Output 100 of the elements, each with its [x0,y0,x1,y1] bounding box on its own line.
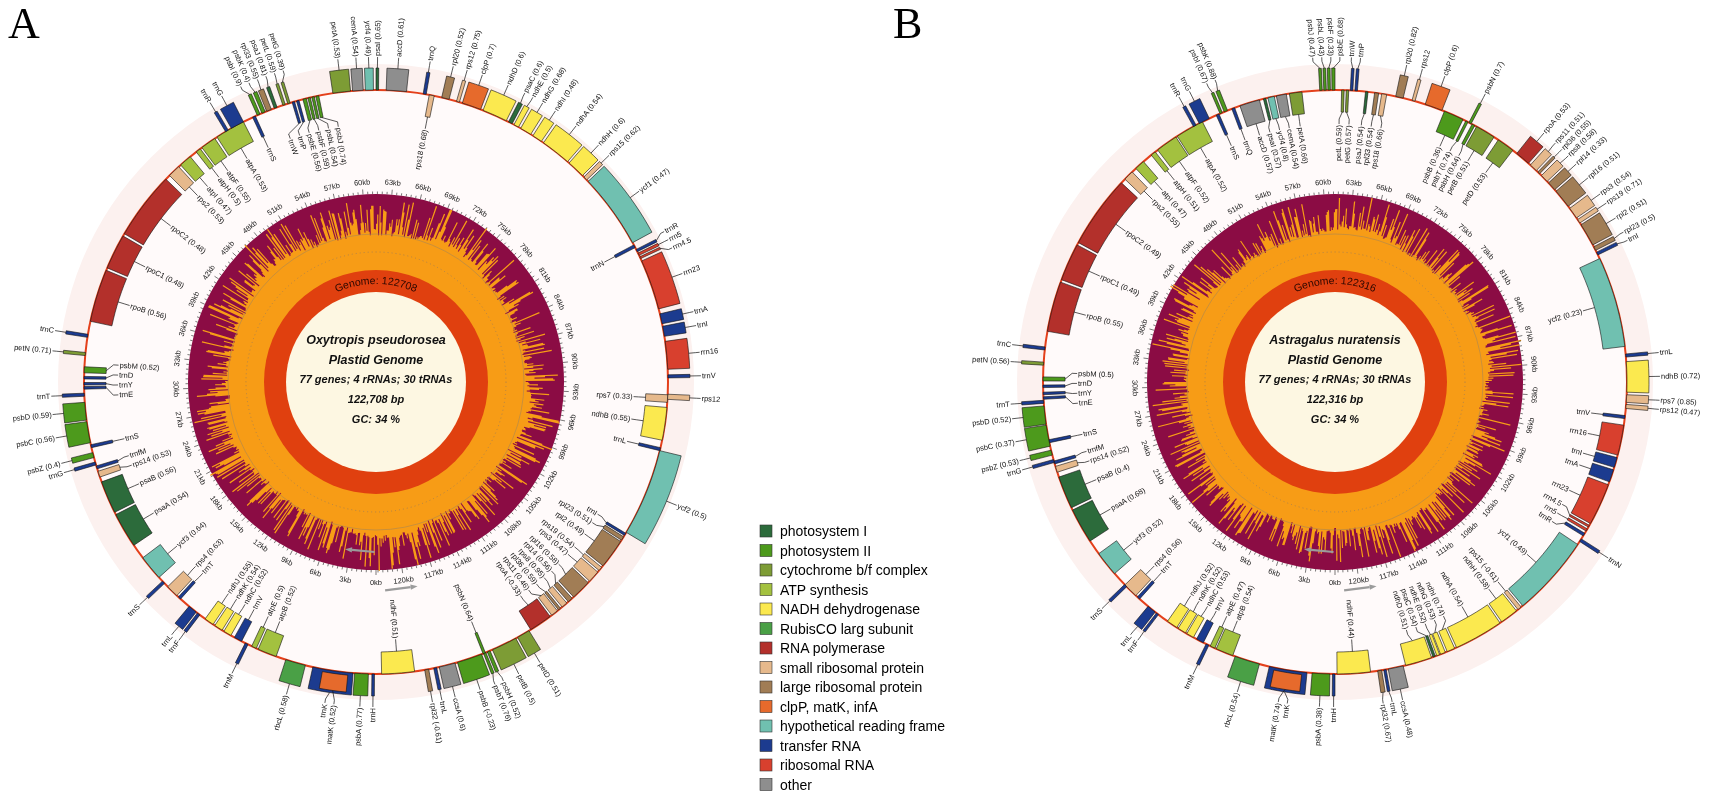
gene-block [63,349,86,356]
gene-block [1596,421,1625,456]
leader-line [584,533,595,542]
gene-block [1215,628,1241,656]
leader-line [604,256,616,263]
leader-line [221,593,229,604]
gene-block [1263,98,1272,121]
leader-line [231,663,238,674]
leader-line [112,438,125,442]
leader-line [257,79,262,91]
leader-line [1075,451,1087,457]
leader-line [1226,134,1232,147]
leader-line [1115,223,1126,232]
gene-block [543,124,583,162]
leader-line [199,177,208,187]
leader-line [307,119,311,134]
gene-block [1577,207,1599,224]
legend-label: ATP synthesis [780,581,869,598]
species-name: Astragalus nuratensis [1269,333,1401,347]
genome-length-label: Genome: 122708 [332,273,420,295]
gene-block [115,504,153,546]
leader-line [520,92,526,104]
leader-line [50,395,63,397]
gene-block [96,459,119,470]
gene-block [1061,244,1097,288]
gene-block [216,121,254,156]
leader-line [452,686,456,698]
gene-block [1465,126,1495,156]
gene-block [1042,384,1066,388]
gene-block [1503,589,1522,610]
gene-block [1387,665,1409,692]
leader-line [1189,91,1195,102]
gene-block [1488,593,1517,623]
gene-block [1310,672,1331,697]
gene-block [248,93,261,116]
gene-block [1072,500,1109,542]
leader-line [238,603,246,615]
gene-block [1021,405,1047,428]
gene-block [520,108,543,135]
gene-block [1211,92,1223,114]
leader-line [1548,142,1556,152]
gene-block [1588,462,1614,483]
leader-line [671,273,683,278]
leader-line [1268,119,1271,133]
gene-block [1058,469,1092,508]
leader-line [1084,479,1097,485]
leader-line [659,247,673,250]
gene-block [1269,669,1302,692]
leader-line [105,374,119,379]
leader-line [1130,626,1139,635]
leader-line [1214,79,1218,92]
leader-line [1073,311,1087,316]
leader-line [1441,615,1446,631]
leader-line [1648,399,1660,401]
gene-block [513,104,530,128]
leader-line [1556,512,1569,520]
gene-block [251,626,266,649]
leader-line [1123,542,1134,551]
leader-line [568,125,577,135]
gene-block [568,146,599,176]
gene-block [280,81,291,104]
leader-line [1497,581,1506,592]
legend-label: photosystem I [780,523,868,539]
leader-line [684,325,697,328]
leader-line [265,75,269,88]
leader-line [1192,600,1200,613]
leader-line [536,583,547,593]
leader-line [463,69,468,81]
gene-block [483,652,495,675]
leader-line [1605,217,1616,224]
gene-block [492,638,527,671]
leader-line [1403,64,1408,77]
leader-line [1209,610,1217,622]
leader-line [1536,132,1545,142]
gene-block [1331,67,1336,91]
leader-line [478,74,483,86]
leader-line [439,689,443,701]
gene-block [639,247,661,259]
gene-block [1569,194,1595,219]
leader-line [54,330,67,333]
leader-line [1101,600,1111,609]
leader-line [689,375,702,377]
leader-line [1590,193,1601,201]
gene-block [1383,669,1391,692]
gene-block [90,439,114,448]
gene-block [1596,242,1618,256]
gene-block [146,580,165,599]
leader-line [321,117,339,128]
gene-block [106,235,143,277]
gene-block [253,91,266,114]
gene-block [1289,91,1305,116]
leader-line [1064,392,1078,394]
leader-line [1137,630,1145,641]
gene-block [1468,102,1482,124]
leader-line [689,397,701,399]
leader-line [574,546,584,556]
leader-line [551,570,556,584]
leader-line [428,61,431,73]
leader-line [193,572,204,583]
leader-line [471,621,477,634]
